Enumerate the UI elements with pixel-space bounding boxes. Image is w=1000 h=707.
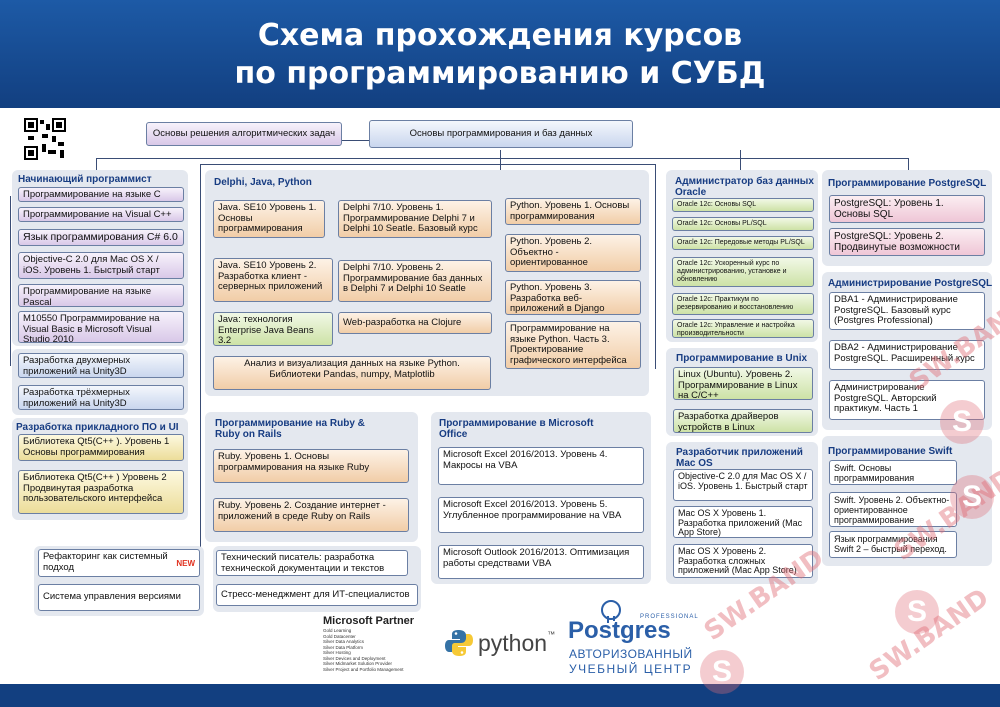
training-center-label: УЧЕБНЫЙ ЦЕНТР <box>569 662 693 676</box>
course-oracle-sql[interactable]: Oracle 12c: Основы SQL <box>672 198 814 212</box>
course-oracle-backup[interactable]: Oracle 12c: Практикум по резервированию … <box>672 293 814 315</box>
course-c[interactable]: Программирование на языке С (Си) <box>18 187 184 202</box>
python-label: python <box>478 630 548 656</box>
course-unity-3d[interactable]: Разработка трёхмерных приложений на Unit… <box>18 385 184 410</box>
course-python-analysis[interactable]: Анализ и визуализация данных на языке Py… <box>213 356 491 390</box>
ms-level: Silver Midmarket Solution Provider <box>323 661 393 666</box>
course-oracle-plsql[interactable]: Oracle 12c: Основы PL/SQL <box>672 217 814 231</box>
watermark-logo: S <box>700 650 744 694</box>
ms-level: Silver Hosting <box>323 650 351 655</box>
course-git[interactable]: Система управления версиями Git <box>38 584 200 611</box>
course-python-1[interactable]: Python. Уровень 1. Основы программирован… <box>505 198 641 225</box>
postgres-professional-label: PROFESSIONAL <box>640 614 699 620</box>
page-title-line2: по программированию и СУБД <box>234 56 766 91</box>
course-oracle-perf[interactable]: Oracle 12c: Управление и настройка произ… <box>672 319 814 338</box>
course-swift-2[interactable]: Swift. Уровень 2. Объектно-ориентированн… <box>829 492 957 527</box>
course-vb[interactable]: M10550 Программирование на Visual Basic … <box>18 311 184 343</box>
page-title-line1: Схема прохождения курсов <box>257 18 743 53</box>
course-pg-practicum[interactable]: Администрирование PostgreSQL. Авторский … <box>829 380 985 420</box>
course-swift-3[interactable]: Язык программирования Swift 2 – быстрый … <box>829 531 957 558</box>
refactoring-label: Рефакторинг как системный подход <box>43 551 168 573</box>
course-qt-2[interactable]: Библиотека Qt5(C++ ) Уровень 2 Продвинут… <box>18 470 184 514</box>
course-pg-2[interactable]: PostgreSQL: Уровень 2. Продвинутые возмо… <box>829 228 985 256</box>
header-banner <box>0 0 1000 108</box>
swift-title: Программирование Swift <box>828 446 953 457</box>
course-outlook[interactable]: Microsoft Outlook 2016/2013. Оптимизация… <box>438 545 644 579</box>
pg-prog-title: Программирование PostgreSQL <box>828 178 987 189</box>
course-python-2[interactable]: Python. Уровень 2. Объектно - ориентиров… <box>505 234 641 272</box>
applied-title: Разработка прикладного ПО и UI <box>16 422 179 433</box>
course-delphi-1[interactable]: Delphi 7/10. Уровень 1. Программирование… <box>338 200 492 238</box>
ms-level: Silver Devices and Deployment <box>323 655 386 661</box>
course-linux-drivers[interactable]: Разработка драйверов устройств в Linux <box>673 409 813 433</box>
watermark-logo: S <box>940 400 984 444</box>
ms-level: Gold Datacenter <box>323 633 356 639</box>
course-clojure[interactable]: Web-разработка на Clojure <box>338 312 492 334</box>
course-swift-1[interactable]: Swift. Основы программирования <box>829 460 957 485</box>
office-panel-title: Программирование в Microsoft Office <box>439 418 594 440</box>
qr-code-icon <box>24 118 66 160</box>
microsoft-partner-logo: Microsoft Partner Gold Learning Gold Dat… <box>323 615 433 677</box>
ms-level: Silver Data Analytics <box>323 639 365 644</box>
watermark-logo: S <box>950 475 994 519</box>
algorithms-course[interactable]: Основы решения алгоритмических задач <box>146 122 342 146</box>
authorized-label: АВТОРИЗОВАННЫЙ <box>569 647 693 661</box>
course-visual-cpp[interactable]: Программирование на Visual C++ <box>18 207 184 222</box>
course-dba1[interactable]: DBA1 - Администрирование PostgreSQL. Баз… <box>829 292 985 330</box>
delphi-panel-title: Delphi, Java, Python <box>214 177 312 188</box>
course-qt-1[interactable]: Библиотека Qt5(C++ ). Уровень 1 Основы п… <box>18 434 184 461</box>
course-unity-2d[interactable]: Разработка двухмерных приложений на Unit… <box>18 353 184 378</box>
course-java-1[interactable]: Java. SE10 Уровень 1. Основы программиро… <box>213 200 325 238</box>
course-dba2[interactable]: DBA2 - Администрирование PostgreSQL. Рас… <box>829 340 985 370</box>
ms-level: Silver Data Platform <box>323 644 364 650</box>
course-stress[interactable]: Стресс-менеджмент для ИТ-специалистов <box>216 584 418 606</box>
course-mac-1[interactable]: Mac OS X Уровень 1. Разработка приложени… <box>673 506 813 538</box>
python-logo-icon <box>444 628 474 658</box>
course-objc[interactable]: Objective-C 2.0 для Mac OS X / iOS. Уров… <box>18 252 184 279</box>
course-python-3[interactable]: Python. Уровень 3. Разработка веб-прилож… <box>505 280 641 315</box>
postgres-wordmark: Postgres <box>568 617 671 644</box>
watermark-logo: S <box>895 590 939 634</box>
course-java-ejb[interactable]: Java: технология Enterprise Java Beans 3… <box>213 312 333 346</box>
course-linux[interactable]: Linux (Ubuntu). Уровень 2. Программирова… <box>673 367 813 400</box>
python-wordmark: python™ <box>478 630 555 657</box>
course-java-2[interactable]: Java. SE10 Уровень 2. Разработка клиент … <box>213 258 333 302</box>
course-pg-1[interactable]: PostgreSQL: Уровень 1. Основы SQL <box>829 195 985 223</box>
new-badge: NEW <box>176 559 195 568</box>
course-mac-objc[interactable]: Objective-C 2.0 для Mac OS X / iOS. Уров… <box>673 469 813 501</box>
pg-admin-title: Администрирование PostgreSQL <box>828 278 993 289</box>
mac-panel-title: Разработчик приложений Mac OS <box>676 447 803 469</box>
unix-panel-title: Программирование в Unix <box>676 353 808 364</box>
course-mac-2[interactable]: Mac OS X Уровень 2. Разработка сложных п… <box>673 544 813 578</box>
course-csharp[interactable]: Язык программирования C# 6.0 <box>18 229 184 246</box>
course-pascal[interactable]: Программирование на языке Pascal <box>18 284 184 307</box>
beginner-title: Начинающий программист <box>18 174 152 185</box>
course-delphi-2[interactable]: Delphi 7/10. Уровень 2. Программирование… <box>338 260 492 302</box>
ms-level: Silver Project and Portfolio Management <box>323 666 404 672</box>
footer-band <box>0 684 1000 707</box>
programming-basics-course[interactable]: Основы программирования и баз данных <box>369 120 633 148</box>
course-oracle-admin[interactable]: Oracle 12c: Ускоренный курс по администр… <box>672 257 814 287</box>
course-ruby-2[interactable]: Ruby. Уровень 2. Создание интернет - при… <box>213 498 409 532</box>
ms-level: Gold Learning <box>323 628 352 633</box>
course-excel-5[interactable]: Microsoft Excel 2016/2013. Уровень 5. Уг… <box>438 497 644 533</box>
course-oracle-advanced[interactable]: Oracle 12c: Передовые методы PL/SQL <box>672 236 814 250</box>
ms-partner-title: Microsoft Partner <box>323 615 415 627</box>
ruby-panel-title: Программирование на Ruby & Ruby on Rails <box>215 418 365 440</box>
course-excel-4[interactable]: Microsoft Excel 2016/2013. Уровень 4. Ма… <box>438 447 644 485</box>
course-ruby-1[interactable]: Ruby. Уровень 1. Основы программирования… <box>213 449 409 483</box>
oracle-panel-title: Администратор баз данных Oracle <box>675 176 814 198</box>
course-refactoring[interactable]: Рефакторинг как системный подход NEW <box>38 549 200 577</box>
postgres-elephant-icon <box>598 598 624 624</box>
course-tech-writer[interactable]: Технический писатель: разработка техниче… <box>216 550 408 576</box>
python-trademark: ™ <box>547 630 556 639</box>
course-python-gui[interactable]: Программирование на языке Python. Часть … <box>505 321 641 369</box>
